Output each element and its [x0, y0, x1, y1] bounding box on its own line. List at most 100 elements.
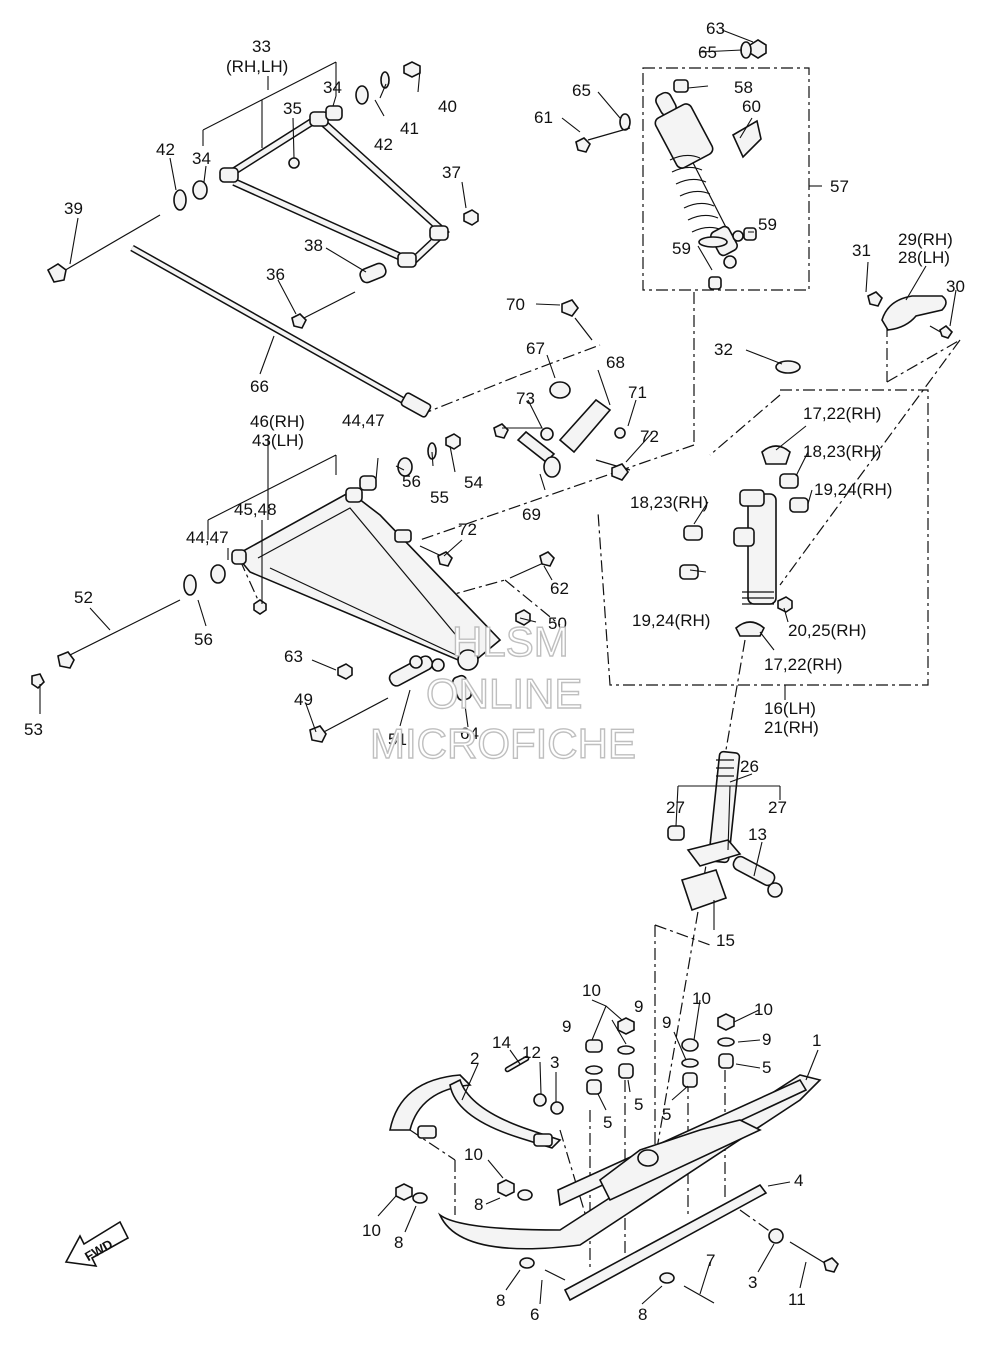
shock-hardware: [575, 39, 767, 290]
callout-c42a: 42: [374, 135, 393, 154]
callout-c6: 6: [530, 1305, 539, 1324]
callout-c13: 13: [748, 825, 767, 844]
callout-c37: 37: [442, 163, 461, 182]
callout-c8b: 8: [394, 1233, 403, 1252]
callout-c68: 68: [606, 353, 625, 372]
callout-c8a: 8: [474, 1195, 483, 1214]
callout-c50: 50: [548, 614, 567, 633]
spindle: [667, 750, 783, 912]
callout-c1: 1: [812, 1031, 821, 1050]
callout-c9a: 9: [634, 997, 643, 1016]
callout-c72b: 72: [458, 520, 477, 539]
callout-c57: 57: [830, 177, 849, 196]
callout-c32: 32: [714, 340, 733, 359]
callout-c34a: 34: [323, 78, 342, 97]
callout-c19a: 19,24(RH): [814, 480, 892, 499]
callout-c3a: 3: [550, 1053, 559, 1072]
callout-c63a: 63: [706, 19, 725, 38]
linkage: [493, 299, 631, 481]
callout-c36: 36: [266, 265, 285, 284]
callout-c70: 70: [506, 295, 525, 314]
callout-c11: 11: [788, 1290, 806, 1309]
callout-c17b: 17,22(RH): [764, 655, 842, 674]
callout-c4548: 45,48: [234, 500, 277, 519]
callout-c21: 21(RH): [764, 718, 819, 737]
callout-c12: 12: [522, 1043, 541, 1062]
callout-c27a: 27: [666, 798, 685, 817]
callout-c26: 26: [740, 757, 759, 776]
upper-a-arm: [46, 61, 479, 329]
callout-c51: 51: [388, 730, 407, 749]
callout-c56b: 56: [194, 630, 213, 649]
callout-c38: 38: [304, 236, 323, 255]
callout-c61: 61: [534, 108, 553, 127]
callout-c52: 52: [74, 588, 93, 607]
callout-c46: 46(RH): [250, 412, 305, 431]
callout-c69: 69: [522, 505, 541, 524]
callout-c4447b: 44,47: [186, 528, 229, 547]
ski-column-box: [597, 389, 929, 700]
ski: [389, 1013, 839, 1304]
fwd-arrow-icon: FWD: [64, 1220, 130, 1267]
callout-c56a: 56: [402, 472, 421, 491]
callout-c34b: 34: [192, 149, 211, 168]
callout-c67: 67: [526, 339, 545, 358]
callout-c58: 58: [734, 78, 753, 97]
callout-c4: 4: [794, 1171, 803, 1190]
callout-c5c: 5: [662, 1105, 671, 1124]
callout-c10e: 10: [362, 1221, 381, 1240]
callout-c20: 20,25(RH): [788, 621, 866, 640]
watermark: HLSM ONLINE MICROFICHE: [369, 617, 636, 767]
callout-c73: 73: [516, 389, 535, 408]
shock-absorber: [654, 91, 738, 269]
callout-c19b: 19,24(RH): [632, 611, 710, 630]
callout-c66: 66: [250, 377, 269, 396]
callout-c29: 29(RH): [898, 230, 953, 249]
callout-c10c: 10: [754, 1000, 773, 1019]
callout-c65a: 65: [698, 43, 717, 62]
callout-c63b: 63: [284, 647, 303, 666]
callout-c10b: 10: [692, 989, 711, 1008]
callout-c18a: 18,23(RH): [803, 442, 881, 461]
callout-c2: 2: [470, 1049, 479, 1068]
callout-c9d: 9: [762, 1030, 771, 1049]
connector-dashes: [239, 292, 961, 1270]
callout-c18b: 18,23(RH): [630, 493, 708, 512]
callout-c41: 41: [400, 119, 419, 138]
callout-c35: 35: [283, 99, 302, 118]
callout-c65b: 65: [572, 81, 591, 100]
callout-c72a: 72: [640, 427, 659, 446]
leader-lines: [39, 29, 957, 1305]
watermark-line-2: ONLINE: [426, 670, 582, 717]
lower-a-arm: [31, 433, 555, 743]
callout-c59a: 59: [758, 215, 777, 234]
callout-c53: 53: [24, 720, 43, 739]
callout-c15: 15: [716, 931, 735, 950]
callout-c49: 49: [294, 690, 313, 709]
callout-c54: 54: [464, 473, 483, 492]
callout-c16: 16(LH): [764, 699, 816, 718]
callout-c27b: 27: [768, 798, 787, 817]
callout-c7: 7: [706, 1251, 715, 1270]
callout-c33rl: (RH,LH): [226, 57, 288, 76]
callout-c3b: 3: [748, 1273, 757, 1292]
callout-c5d: 5: [762, 1058, 771, 1077]
callout-c8c: 8: [496, 1291, 505, 1310]
callout-c39: 39: [64, 199, 83, 218]
callout-c33: 33: [252, 37, 271, 56]
callout-c10d: 10: [464, 1145, 483, 1164]
watermark-line-3: MICROFICHE: [370, 720, 636, 767]
callout-c14: 14: [492, 1033, 511, 1052]
callout-c17a: 17,22(RH): [803, 404, 881, 423]
callout-c42b: 42: [156, 140, 175, 159]
callout-c28: 28(LH): [898, 248, 950, 267]
callout-c9c: 9: [662, 1013, 671, 1032]
shock-absorber-box: [642, 67, 822, 291]
steering-column: [679, 291, 954, 637]
callout-c5b: 5: [634, 1095, 643, 1114]
watermark-line-1: HLSM: [452, 618, 569, 665]
callout-c60: 60: [742, 97, 761, 116]
callout-c40: 40: [438, 97, 457, 116]
callout-c71: 71: [628, 383, 647, 402]
